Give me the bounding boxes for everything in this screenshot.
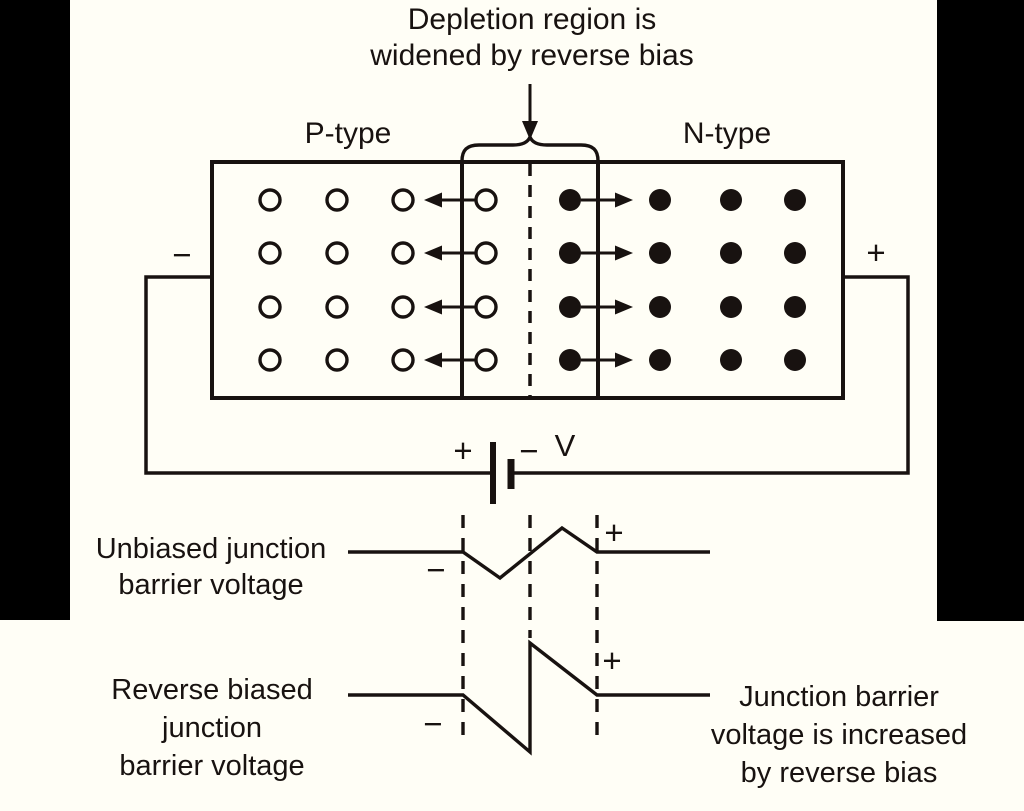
- right-arrow-icons: [581, 192, 633, 368]
- hole-circles: [258, 188, 498, 372]
- circuit-wires: [144, 275, 910, 475]
- note-line-3: by reverse bias: [740, 757, 938, 789]
- reverse-label-line-2: junction: [162, 712, 262, 744]
- battery-minus-sign: −: [519, 432, 539, 469]
- semiconductor-box: [210, 160, 845, 400]
- unbiased-waveform-label: Unbiased junction barrier voltage: [72, 531, 350, 603]
- battery-icon: [490, 442, 515, 504]
- depletion-reference-dashed-lines: [461, 515, 599, 737]
- down-arrow-icon: [522, 84, 538, 140]
- p-type-label: P-type: [304, 117, 392, 150]
- reverse-label-line-1: Reverse biased: [111, 674, 313, 706]
- left-terminal-sign: −: [172, 236, 192, 273]
- electron-circles: [559, 189, 806, 371]
- left-black-border: [0, 0, 70, 620]
- note-line-1: Junction barrier: [739, 681, 939, 713]
- reverse-label-line-3: barrier voltage: [119, 750, 305, 782]
- right-terminal-sign: +: [866, 234, 886, 271]
- unbiased-waveform-minus-sign: −: [426, 551, 446, 588]
- unbiased-label-line-1: Unbiased junction: [95, 533, 327, 565]
- reverse-biased-waveform-label: Reverse biased junction barrier voltage: [88, 671, 336, 785]
- depletion-brace: [460, 132, 600, 162]
- reverse-waveform-minus-sign: −: [423, 705, 443, 742]
- title-line-1: Depletion region is: [407, 3, 657, 36]
- title-line-2: widened by reverse bias: [370, 39, 694, 72]
- reverse-waveform-plus-sign: +: [602, 642, 622, 679]
- n-type-label: N-type: [682, 117, 772, 150]
- reverse-biased-barrier-waveform: [348, 639, 710, 756]
- unbiased-label-line-2: barrier voltage: [118, 569, 304, 601]
- unbiased-barrier-waveform: [348, 525, 710, 581]
- increase-note: Junction barrier voltage is increased by…: [688, 678, 990, 792]
- battery-voltage-label: V: [554, 428, 576, 463]
- left-arrow-icons: [424, 192, 476, 368]
- note-line-2: voltage is increased: [710, 719, 968, 751]
- diagram-title: Depletion region is widened by reverse b…: [352, 2, 712, 74]
- unbiased-waveform-plus-sign: +: [604, 514, 624, 551]
- right-black-border: [937, 0, 1024, 621]
- battery-plus-sign: +: [453, 432, 473, 469]
